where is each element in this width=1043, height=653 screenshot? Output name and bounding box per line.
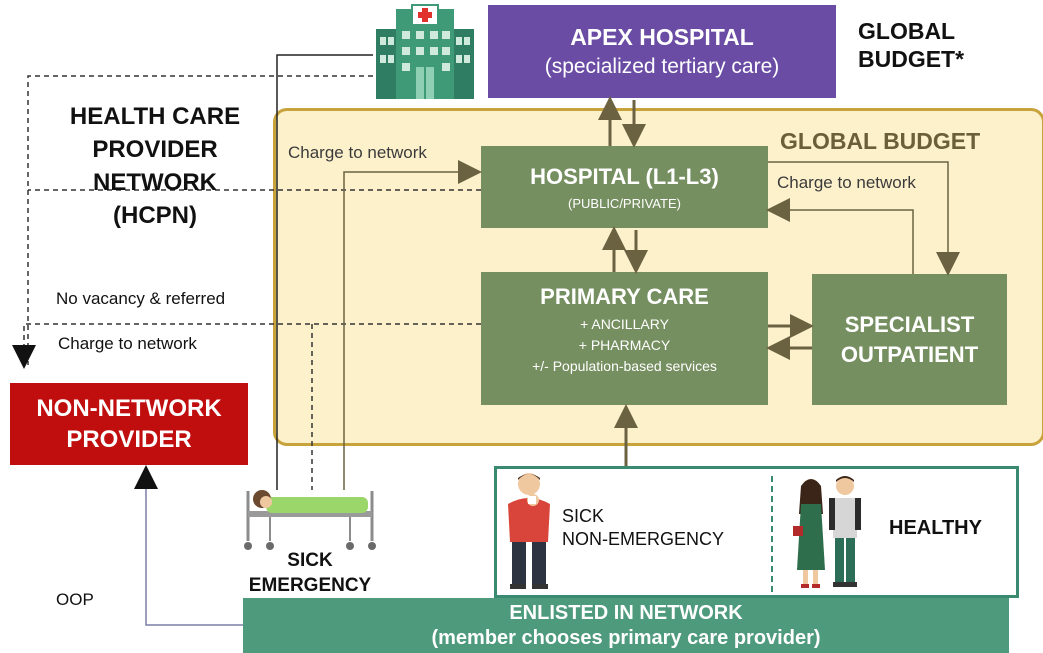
global-budget-top-line1: GLOBAL	[858, 18, 956, 44]
no-vacancy-referred-label: No vacancy & referred	[56, 289, 226, 308]
specialist-outpatient-box: SPECIALIST OUTPATIENT	[812, 274, 1007, 405]
specialist-line2: OUTPATIENT	[840, 341, 979, 367]
hospital-building-icon	[372, 3, 478, 101]
enlisted-in-network-box: ENLISTED IN NETWORK (member chooses prim…	[243, 598, 1009, 653]
primary-care-box: PRIMARY CARE + ANCILLARY + PHARMACY +/- …	[481, 272, 768, 405]
oop-label: OOP	[56, 590, 94, 609]
hcpn-line1: HEALTH CARE	[69, 103, 241, 130]
sick-non-emergency-line1: SICK	[562, 506, 605, 526]
sick-emergency-line1: SICK	[287, 550, 333, 571]
enlisted-line2: (member chooses primary care provider)	[431, 626, 821, 649]
primary-care-line3: +/- Population-based services	[532, 358, 717, 374]
global-budget-panel-label: GLOBAL BUDGET	[780, 128, 981, 154]
enlisted-line1: ENLISTED IN NETWORK	[509, 601, 743, 624]
sick-emergency-line2: EMERGENCY	[248, 575, 372, 596]
hcpn-line4: (HCPN)	[113, 202, 197, 229]
hcpn-label: HEALTH CARE PROVIDER NETWORK (HCPN)	[40, 100, 270, 232]
hcpn-line2: PROVIDER	[92, 136, 218, 163]
primary-care-line1: + ANCILLARY	[580, 316, 669, 332]
global-budget-top-line2: BUDGET*	[858, 46, 965, 72]
sick-non-emergency-line2: NON-EMERGENCY	[562, 529, 725, 549]
apex-hospital-title: APEX HOSPITAL	[570, 24, 754, 50]
hospital-subtitle: (PUBLIC/PRIVATE)	[568, 195, 681, 211]
stretcher-patient-icon	[240, 483, 380, 553]
primary-care-line2: + PHARMACY	[578, 337, 671, 353]
apex-hospital-box: APEX HOSPITAL (specialized tertiary care…	[488, 5, 836, 98]
apex-hospital-subtitle: (specialized tertiary care)	[544, 55, 780, 78]
sick-person-icon	[500, 470, 558, 590]
non-network-line1: NON-NETWORK	[36, 395, 222, 422]
oop-to-non-network-arrow	[134, 465, 243, 626]
sick-non-emergency-label: SICK NON-EMERGENCY	[562, 505, 724, 551]
hcpn-line3: NETWORK	[93, 169, 217, 196]
hospital-box: HOSPITAL (L1-L3) (PUBLIC/PRIVATE)	[481, 146, 768, 228]
hospital-title: HOSPITAL (L1-L3)	[530, 163, 719, 189]
primary-care-title: PRIMARY CARE	[540, 284, 709, 309]
healthy-couple-icon	[789, 474, 869, 590]
charge-to-network-left-label: Charge to network	[288, 143, 427, 163]
charge-to-network-bottom-label: Charge to network	[58, 334, 197, 353]
sick-emergency-label: SICK EMERGENCY	[230, 548, 390, 598]
population-divider	[771, 476, 773, 592]
population-box	[494, 466, 1019, 598]
global-budget-top-label: GLOBAL BUDGET*	[858, 17, 964, 73]
specialist-line1: SPECIALIST	[844, 311, 975, 337]
healthy-label: HEALTHY	[889, 517, 982, 539]
non-network-line2: PROVIDER	[66, 426, 192, 453]
charge-to-network-right-label: Charge to network	[777, 173, 916, 193]
non-network-provider-box: NON-NETWORK PROVIDER	[10, 383, 248, 465]
